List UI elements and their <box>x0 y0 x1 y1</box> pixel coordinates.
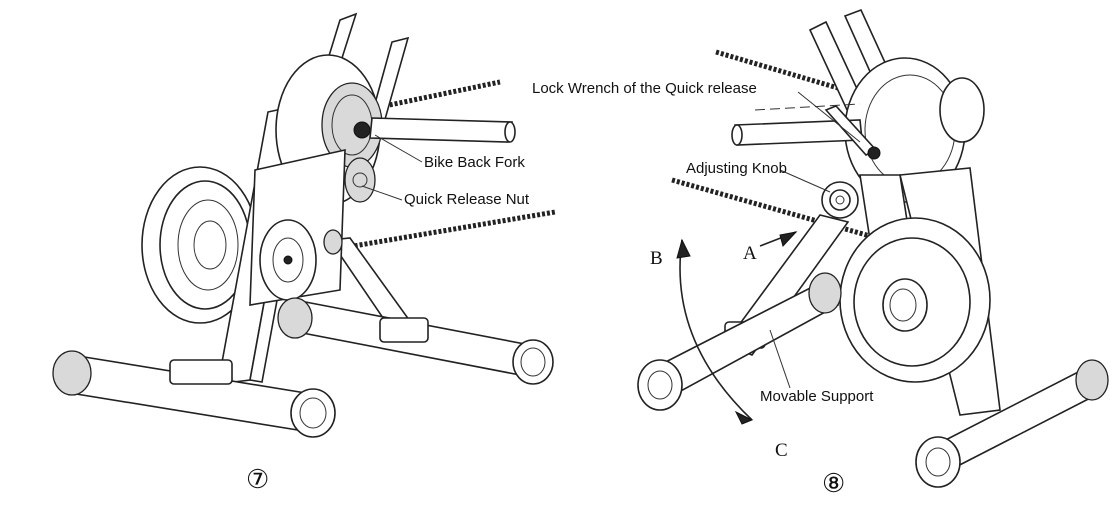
front-foot-7 <box>52 350 336 438</box>
flywheel-right <box>839 217 991 383</box>
derailleur-7 <box>323 157 376 255</box>
chain-upper <box>374 79 501 111</box>
figure-8-callouts <box>769 91 861 389</box>
chain-lower <box>329 209 556 253</box>
label-bike-back-fork: Bike Back Fork <box>424 154 525 171</box>
arrow-a <box>759 231 798 247</box>
figure-number-7: ⑦ <box>246 465 269 494</box>
left-foot-8 <box>637 272 842 411</box>
arrow-b-c-arc <box>676 238 754 425</box>
figure-8-drawing <box>637 8 1109 488</box>
cassette-housing-8 <box>844 57 985 203</box>
figure-7-drawing <box>52 12 556 438</box>
side-plate-7 <box>249 148 346 306</box>
label-adjusting-knob: Adjusting Knob <box>686 160 787 177</box>
chain-upper-8 <box>715 49 839 91</box>
lock-wrench <box>824 105 881 160</box>
direction-label-c: C <box>775 440 788 461</box>
direction-label-a: A <box>743 243 757 264</box>
bike-back-fork-8 <box>731 103 863 146</box>
figure-7-callouts <box>361 134 423 201</box>
figure-number-8: ⑧ <box>822 469 845 498</box>
right-foot-8 <box>915 359 1109 488</box>
label-quick-release-nut: Quick Release Nut <box>404 191 530 208</box>
bike-back-fork-7 <box>369 117 516 143</box>
direction-label-b: B <box>650 248 663 269</box>
flywheel-left <box>141 166 259 324</box>
adjusting-knob <box>821 181 859 219</box>
label-lock-wrench: Lock Wrench of the Quick release <box>532 80 757 97</box>
rear-foot-7 <box>277 297 554 385</box>
label-movable-support: Movable Support <box>760 388 874 405</box>
